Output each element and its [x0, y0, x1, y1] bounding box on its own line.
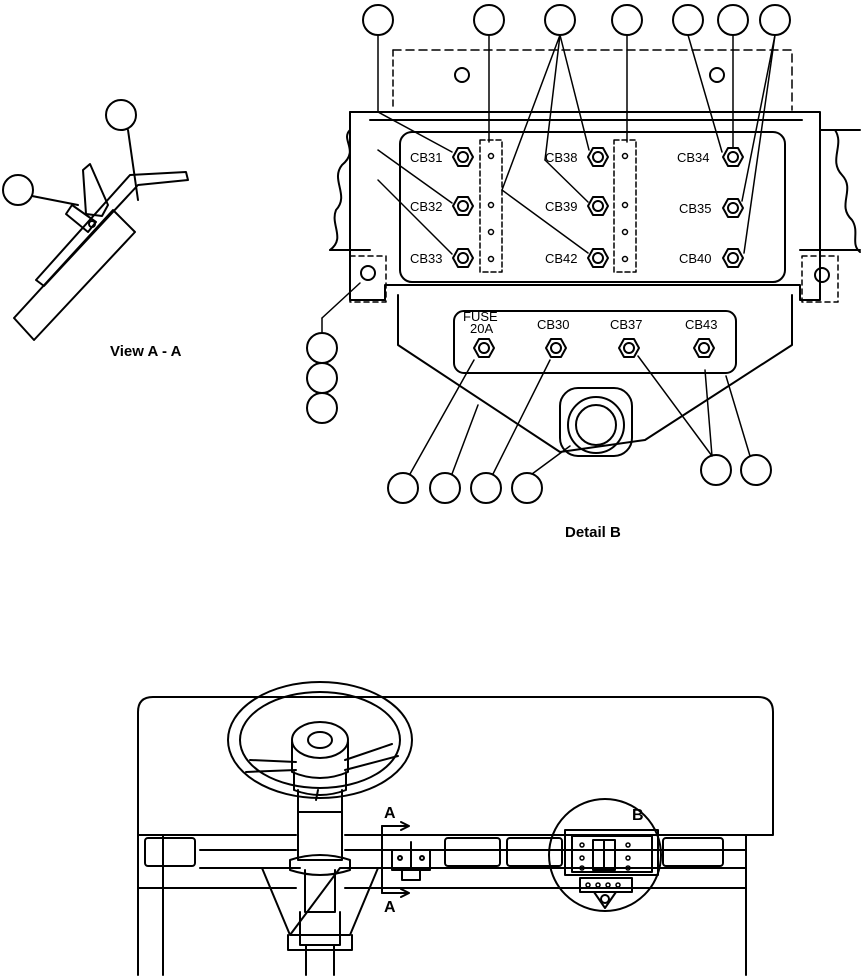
- dashed-outline: [392, 49, 793, 111]
- dash-outline: [137, 696, 774, 976]
- terminal-screws: [487, 152, 629, 263]
- view-caption: View A - A: [110, 343, 182, 360]
- broken-edge: [834, 129, 861, 253]
- breaker-cb32: CB32: [410, 196, 474, 216]
- breaker-cb34: CB34: [677, 147, 744, 167]
- breaker-label: CB32: [410, 199, 443, 214]
- column-bracket: [261, 867, 379, 936]
- detail-label: B: [632, 807, 644, 824]
- section-cut-a: A A: [381, 805, 410, 916]
- stud-icon: [454, 67, 470, 83]
- switch-boss: [559, 387, 633, 457]
- breaker-cb31: CB31: [410, 147, 474, 167]
- stud-icon: [814, 267, 830, 283]
- dashed-block: [801, 255, 839, 303]
- callout-balloons-bottom: [306, 332, 772, 504]
- breaker-label: CB34: [677, 150, 710, 165]
- breaker-cb39: CB39: [545, 196, 609, 216]
- gauge-pocket: [444, 837, 501, 867]
- breaker-label: CB38: [545, 150, 578, 165]
- lever-handle: [82, 163, 109, 217]
- lower-housing: [397, 294, 793, 453]
- callout-balloon: [473, 4, 505, 36]
- breaker-cb35: CB35: [679, 198, 744, 218]
- fuse-label: FUSE: [463, 309, 498, 324]
- fuse-panel: [453, 310, 737, 374]
- detail-caption: Detail B: [565, 524, 621, 541]
- breaker-label: CB33: [410, 251, 443, 266]
- fuse-20a: FUSE 20A: [463, 309, 498, 358]
- callout-balloon: [759, 4, 791, 36]
- lever-assembly: [391, 841, 431, 881]
- lever-bracket: [13, 209, 136, 341]
- gauge-pocket: [506, 837, 563, 867]
- section-label-top: A: [384, 805, 396, 822]
- breaker-label: CB39: [545, 199, 578, 214]
- breaker-label: CB35: [679, 201, 712, 216]
- fuse-rating: 20A: [470, 321, 493, 336]
- callout-balloon: [717, 4, 749, 36]
- dashed-block: [349, 255, 387, 303]
- steering-wheel: [227, 681, 413, 801]
- callout-balloon: [362, 4, 394, 36]
- breaker-label: CB42: [545, 251, 578, 266]
- lever-rod: [35, 171, 189, 287]
- callout-balloon: [105, 99, 137, 131]
- dashboard-overview: A A: [137, 681, 774, 976]
- callout-balloon: [611, 4, 643, 36]
- breaker-panel: [399, 131, 786, 283]
- stud-icon: [709, 67, 725, 83]
- breaker-cb30: CB30: [537, 317, 570, 358]
- leader-lines-bottom: [321, 282, 751, 475]
- breaker-cb40: CB40: [679, 248, 744, 268]
- broken-edge: [329, 111, 351, 251]
- breaker-cb33: CB33: [410, 248, 474, 268]
- detail-b: CB31 CB32 CB33 CB38 CB39 CB42: [306, 4, 861, 541]
- callout-balloon: [544, 4, 576, 36]
- leader-line: [127, 129, 139, 201]
- breaker-label: CB40: [679, 251, 712, 266]
- breaker-label: CB37: [610, 317, 643, 332]
- rivet-icon: [88, 220, 96, 228]
- breaker-cb38: CB38: [545, 147, 609, 167]
- stud-icon: [360, 265, 376, 281]
- view-a-a: View A - A: [2, 99, 189, 360]
- lever-clip: [65, 204, 97, 233]
- breaker-label: CB43: [685, 317, 718, 332]
- column-bracket: [287, 934, 353, 951]
- callout-balloon: [2, 174, 34, 206]
- gauge-pocket: [144, 837, 196, 867]
- section-label-bottom: A: [384, 899, 396, 916]
- breaker-cb42: CB42: [545, 248, 609, 268]
- terminal-strip: [479, 139, 503, 273]
- steering-column: [289, 721, 351, 976]
- gauge-pocket: [662, 837, 724, 867]
- leader-line: [31, 195, 79, 206]
- breaker-label: CB31: [410, 150, 443, 165]
- breaker-label: CB30: [537, 317, 570, 332]
- panel-frame: [349, 111, 821, 301]
- terminal-strip: [613, 139, 637, 273]
- breaker-cb37: CB37: [610, 317, 643, 358]
- leader-lines-top: [377, 34, 776, 255]
- detail-circle-b: B: [548, 798, 662, 912]
- breaker-cb43: CB43: [685, 317, 718, 358]
- callout-balloon: [672, 4, 704, 36]
